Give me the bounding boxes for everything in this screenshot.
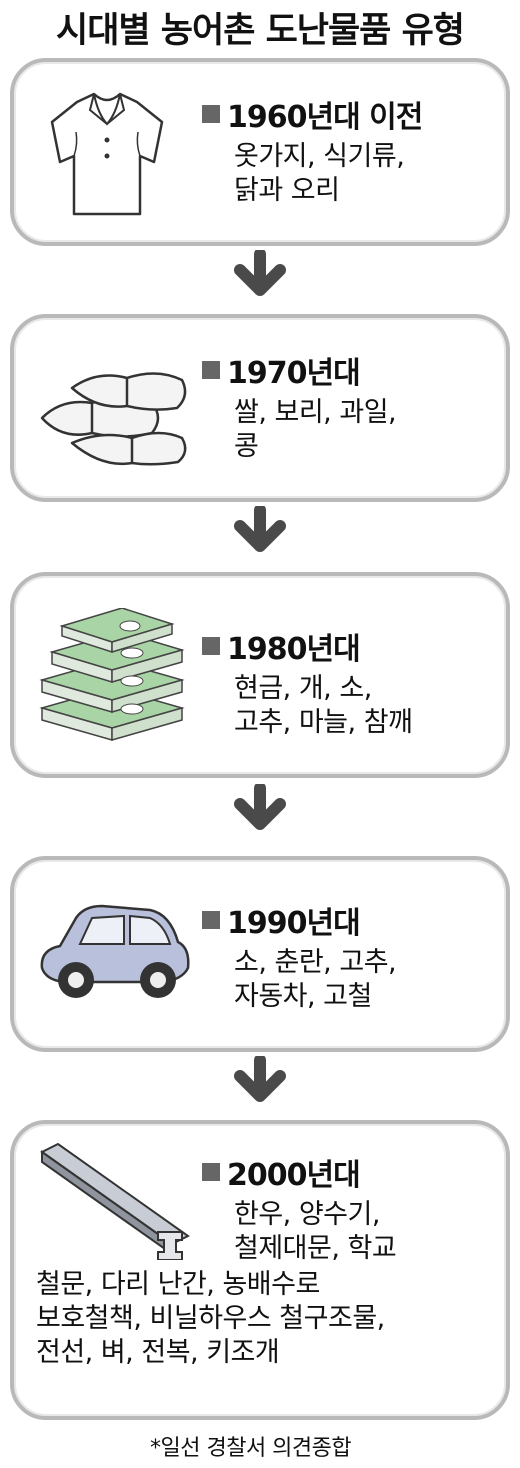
steel-beam-icon	[32, 1140, 192, 1264]
down-arrow-icon	[232, 1054, 288, 1116]
shirt-icon	[32, 84, 182, 228]
bullet-square-icon	[202, 361, 220, 379]
items-list: 한우, 양수기, 철제대문, 학교	[234, 1199, 397, 1264]
period-card-1970s: 1970년대 쌀, 보리, 과일, 콩	[10, 314, 510, 502]
bullet-square-icon	[202, 1163, 220, 1181]
period-card-1990s: 1990년대 소, 춘란, 고추, 자동차, 고철	[10, 856, 510, 1052]
period-card-2000s: 2000년대 한우, 양수기, 철제대문, 학교 철문, 다리 난간, 농배수로…	[10, 1120, 510, 1420]
items-list-wide: 철문, 다리 난간, 농배수로 보호철책, 비닐하우스 철구조물, 전선, 벼,…	[36, 1269, 385, 1368]
down-arrow-icon	[232, 782, 288, 844]
era-label: 2000년대	[202, 1150, 361, 1194]
items-list: 소, 춘란, 고추, 자동차, 고철	[234, 947, 397, 1012]
source-note: *일선 경찰서 의견종합	[150, 1436, 352, 1461]
items-list: 쌀, 보리, 과일, 콩	[234, 397, 397, 462]
down-arrow-icon	[232, 504, 288, 566]
era-label: 1970년대	[202, 348, 361, 392]
page-title: 시대별 농어촌 도난물품 유형	[56, 11, 465, 51]
era-label: 1960년대 이전	[202, 92, 423, 136]
period-card-1980s: 1980년대 현금, 개, 소, 고추, 마늘, 참깨	[10, 572, 510, 778]
bullet-square-icon	[202, 105, 220, 123]
era-label: 1980년대	[202, 624, 361, 668]
period-card-1960s: 1960년대 이전 옷가지, 식기류, 닭과 오리	[10, 58, 510, 246]
grain-sacks-icon	[32, 348, 192, 472]
cash-stack-icon	[32, 607, 192, 752]
bullet-square-icon	[202, 911, 220, 929]
down-arrow-icon	[232, 248, 288, 310]
bullet-square-icon	[202, 637, 220, 655]
era-label: 1990년대	[202, 898, 361, 942]
items-list: 현금, 개, 소, 고추, 마늘, 참깨	[234, 673, 413, 738]
car-icon	[32, 890, 192, 1014]
items-list: 옷가지, 식기류, 닭과 오리	[234, 141, 405, 206]
